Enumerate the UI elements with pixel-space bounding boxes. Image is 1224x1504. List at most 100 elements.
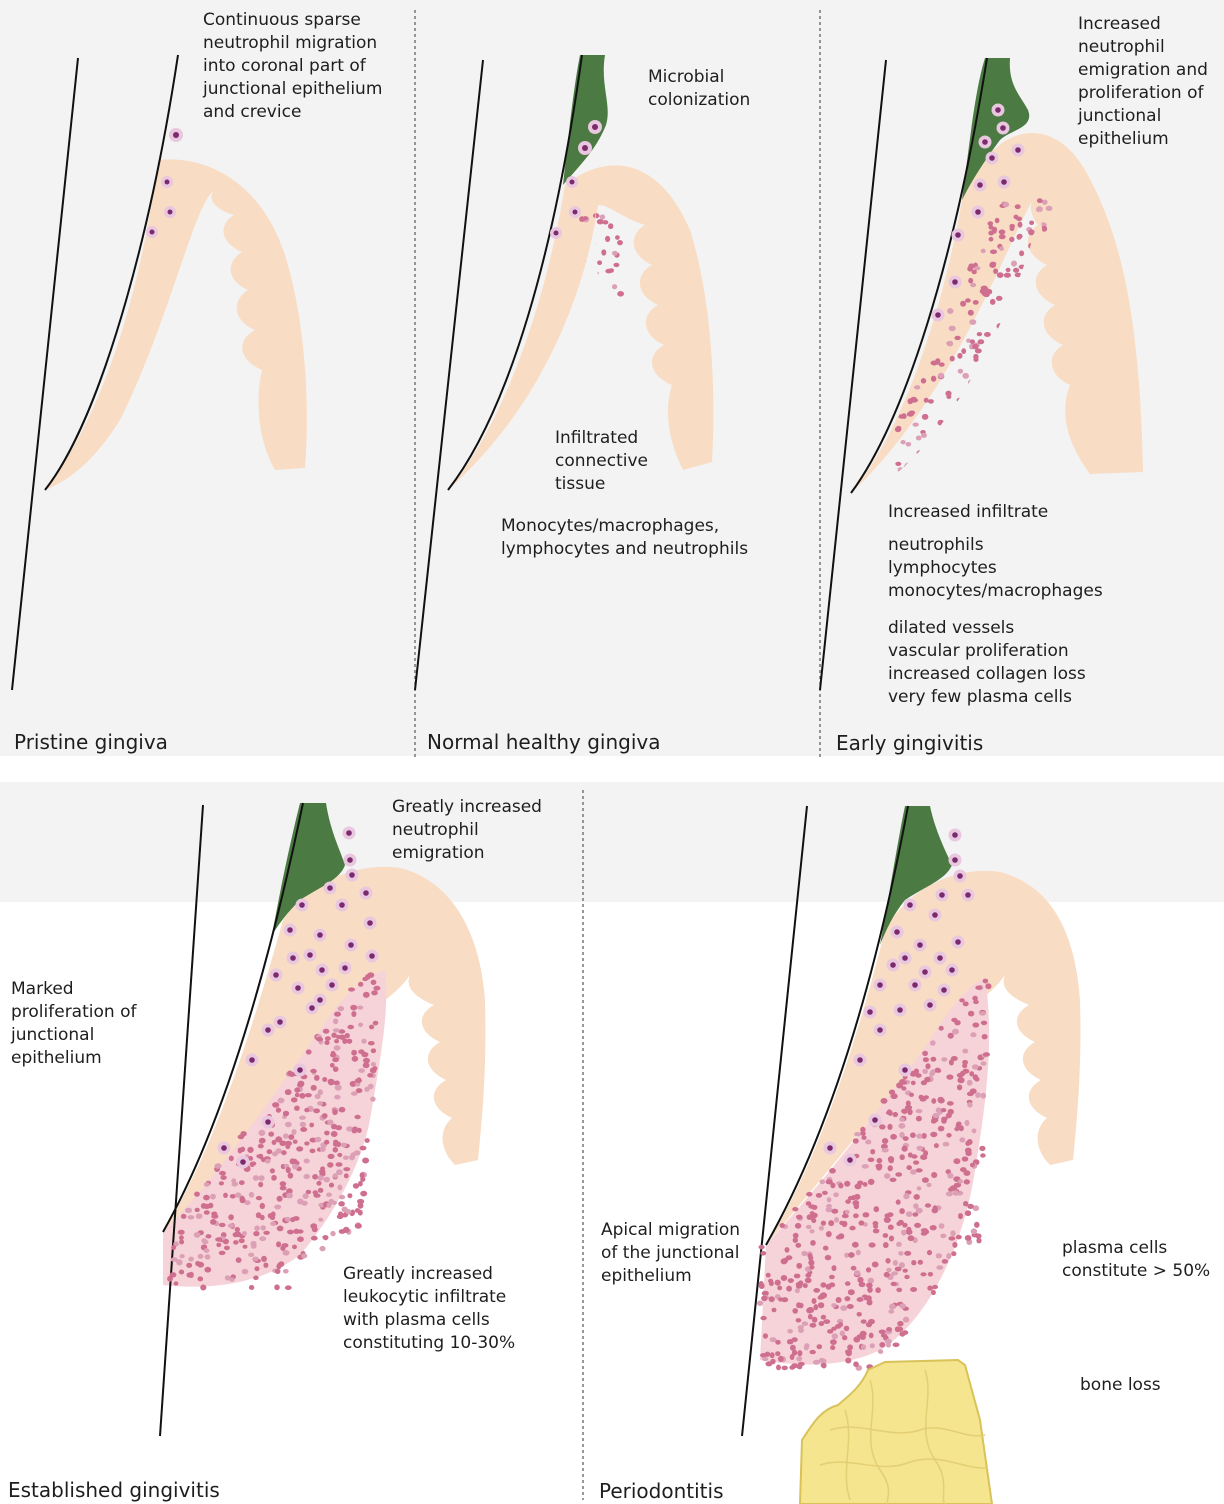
infiltrate-cell [311,1236,318,1241]
infiltrate-cell [820,1179,826,1184]
infiltrate-cell [879,1124,886,1129]
infiltrate-cell [906,1165,912,1170]
infiltrate-cell [908,1152,913,1157]
infiltrate-cell [809,1308,814,1313]
infiltrate-cell [882,1148,889,1153]
infiltrate-cell [365,1138,370,1143]
infiltrate-cell [341,1143,347,1148]
neutrophil-nucleus [932,912,938,918]
infiltrate-cell [285,1122,292,1128]
infiltrate-cell [923,1095,929,1099]
infiltrate-cell [831,1209,838,1214]
neutrophil-nucleus [349,872,355,878]
panel-title-pristine-gingiva: Pristine gingiva [14,730,168,754]
infiltrate-cell [842,1214,849,1218]
infiltrate-cell [806,1201,812,1206]
infiltrate-cell [328,1154,335,1159]
neutrophil-nucleus [952,857,958,863]
infiltrate-cell [331,1051,336,1057]
infiltrate-cell [954,1020,960,1025]
infiltrate-cell [946,1133,951,1138]
infiltrate-cell [179,1235,184,1240]
infiltrate-cell [885,1339,892,1345]
neutrophil-nucleus [347,857,353,863]
infiltrate-cell [176,1259,182,1265]
infiltrate-cell [329,1183,334,1188]
infiltrate-cell [231,1178,236,1183]
infiltrate-cell [930,1040,936,1046]
infiltrate-cell [952,1242,957,1248]
infiltrate-cell [333,1147,339,1153]
infiltrate-cell [259,1236,266,1241]
infiltrate-cell [965,1120,970,1126]
infiltrate-cell [922,414,929,420]
infiltrate-cell [351,1011,356,1017]
infiltrate-cell [297,1236,304,1242]
neutrophil-nucleus [329,982,335,988]
infiltrate-cell [766,1273,771,1278]
label-marked-proliferation: Marked proliferation of junctional epith… [11,978,136,1070]
infiltrate-cell [901,440,906,444]
infiltrate-cell [811,1218,816,1223]
infiltrate-cell [878,1349,883,1354]
infiltrate-cell [888,1156,894,1162]
infiltrate-cell [291,1129,296,1135]
infiltrate-cell [939,1026,944,1031]
infiltrate-cell [891,1282,897,1286]
infiltrate-cell [337,1185,342,1191]
infiltrate-cell [240,1147,245,1152]
infiltrate-cell [280,1181,287,1186]
infiltrate-cell [832,1265,837,1271]
neutrophil-nucleus [949,967,955,973]
infiltrate-cell [270,1221,276,1226]
infiltrate-cell [254,1225,260,1231]
infiltrate-cell [294,1087,300,1092]
infiltrate-cell [796,1318,802,1322]
label-neutrophil-migration: Continuous sparse neutrophil migration i… [203,9,382,124]
infiltrate-cell [866,1267,871,1272]
infiltrate-cell [323,1029,330,1034]
infiltrate-cell [849,1226,855,1231]
neutrophil-nucleus [249,1057,255,1063]
infiltrate-cell [861,1135,866,1140]
neutrophil-nucleus [309,1005,315,1011]
infiltrate-cell [216,1243,221,1248]
infiltrate-cell [924,398,929,403]
infiltrate-cell [972,270,977,275]
infiltrate-cell [965,1235,972,1241]
infiltrate-cell [796,1284,802,1288]
infiltrate-cell [973,300,979,305]
infiltrate-cell [964,1179,970,1184]
infiltrate-cell [870,1149,875,1154]
infiltrate-cell [958,369,963,374]
neutrophil-nucleus [872,1117,878,1123]
neutrophil-nucleus [957,873,963,879]
infiltrate-cell [923,1057,929,1062]
infiltrate-cell [200,1285,206,1291]
infiltrate-cell [344,1173,349,1178]
infiltrate-cell [310,1149,316,1154]
label-vascular-changes: dilated vessels vascular proliferation i… [888,617,1086,709]
infiltrate-cell [957,1084,962,1090]
infiltrate-cell [777,1286,782,1291]
infiltrate-cell [873,1224,878,1228]
infiltrate-cell [933,1113,940,1118]
infiltrate-cell [980,1153,986,1157]
infiltrate-cell [889,1236,894,1242]
infiltrate-cell [1013,268,1019,273]
label-cell-types: Monocytes/macrophages, lymphocytes and n… [501,515,748,561]
neutrophil-nucleus [902,955,908,961]
infiltrate-cell [974,1222,980,1228]
neutrophil-nucleus [995,107,1001,113]
infiltrate-cell [984,332,991,337]
infiltrate-cell [844,1296,850,1301]
infiltrate-cell [363,992,370,998]
infiltrate-cell [318,1218,323,1222]
infiltrate-cell [999,246,1004,251]
infiltrate-cell [906,1227,911,1231]
infiltrate-cell [208,1203,213,1209]
infiltrate-cell [361,1039,366,1044]
infiltrate-cell [322,1077,327,1082]
label-plasma-cells: plasma cells constitute > 50% [1062,1237,1210,1283]
infiltrate-cell [605,269,612,274]
